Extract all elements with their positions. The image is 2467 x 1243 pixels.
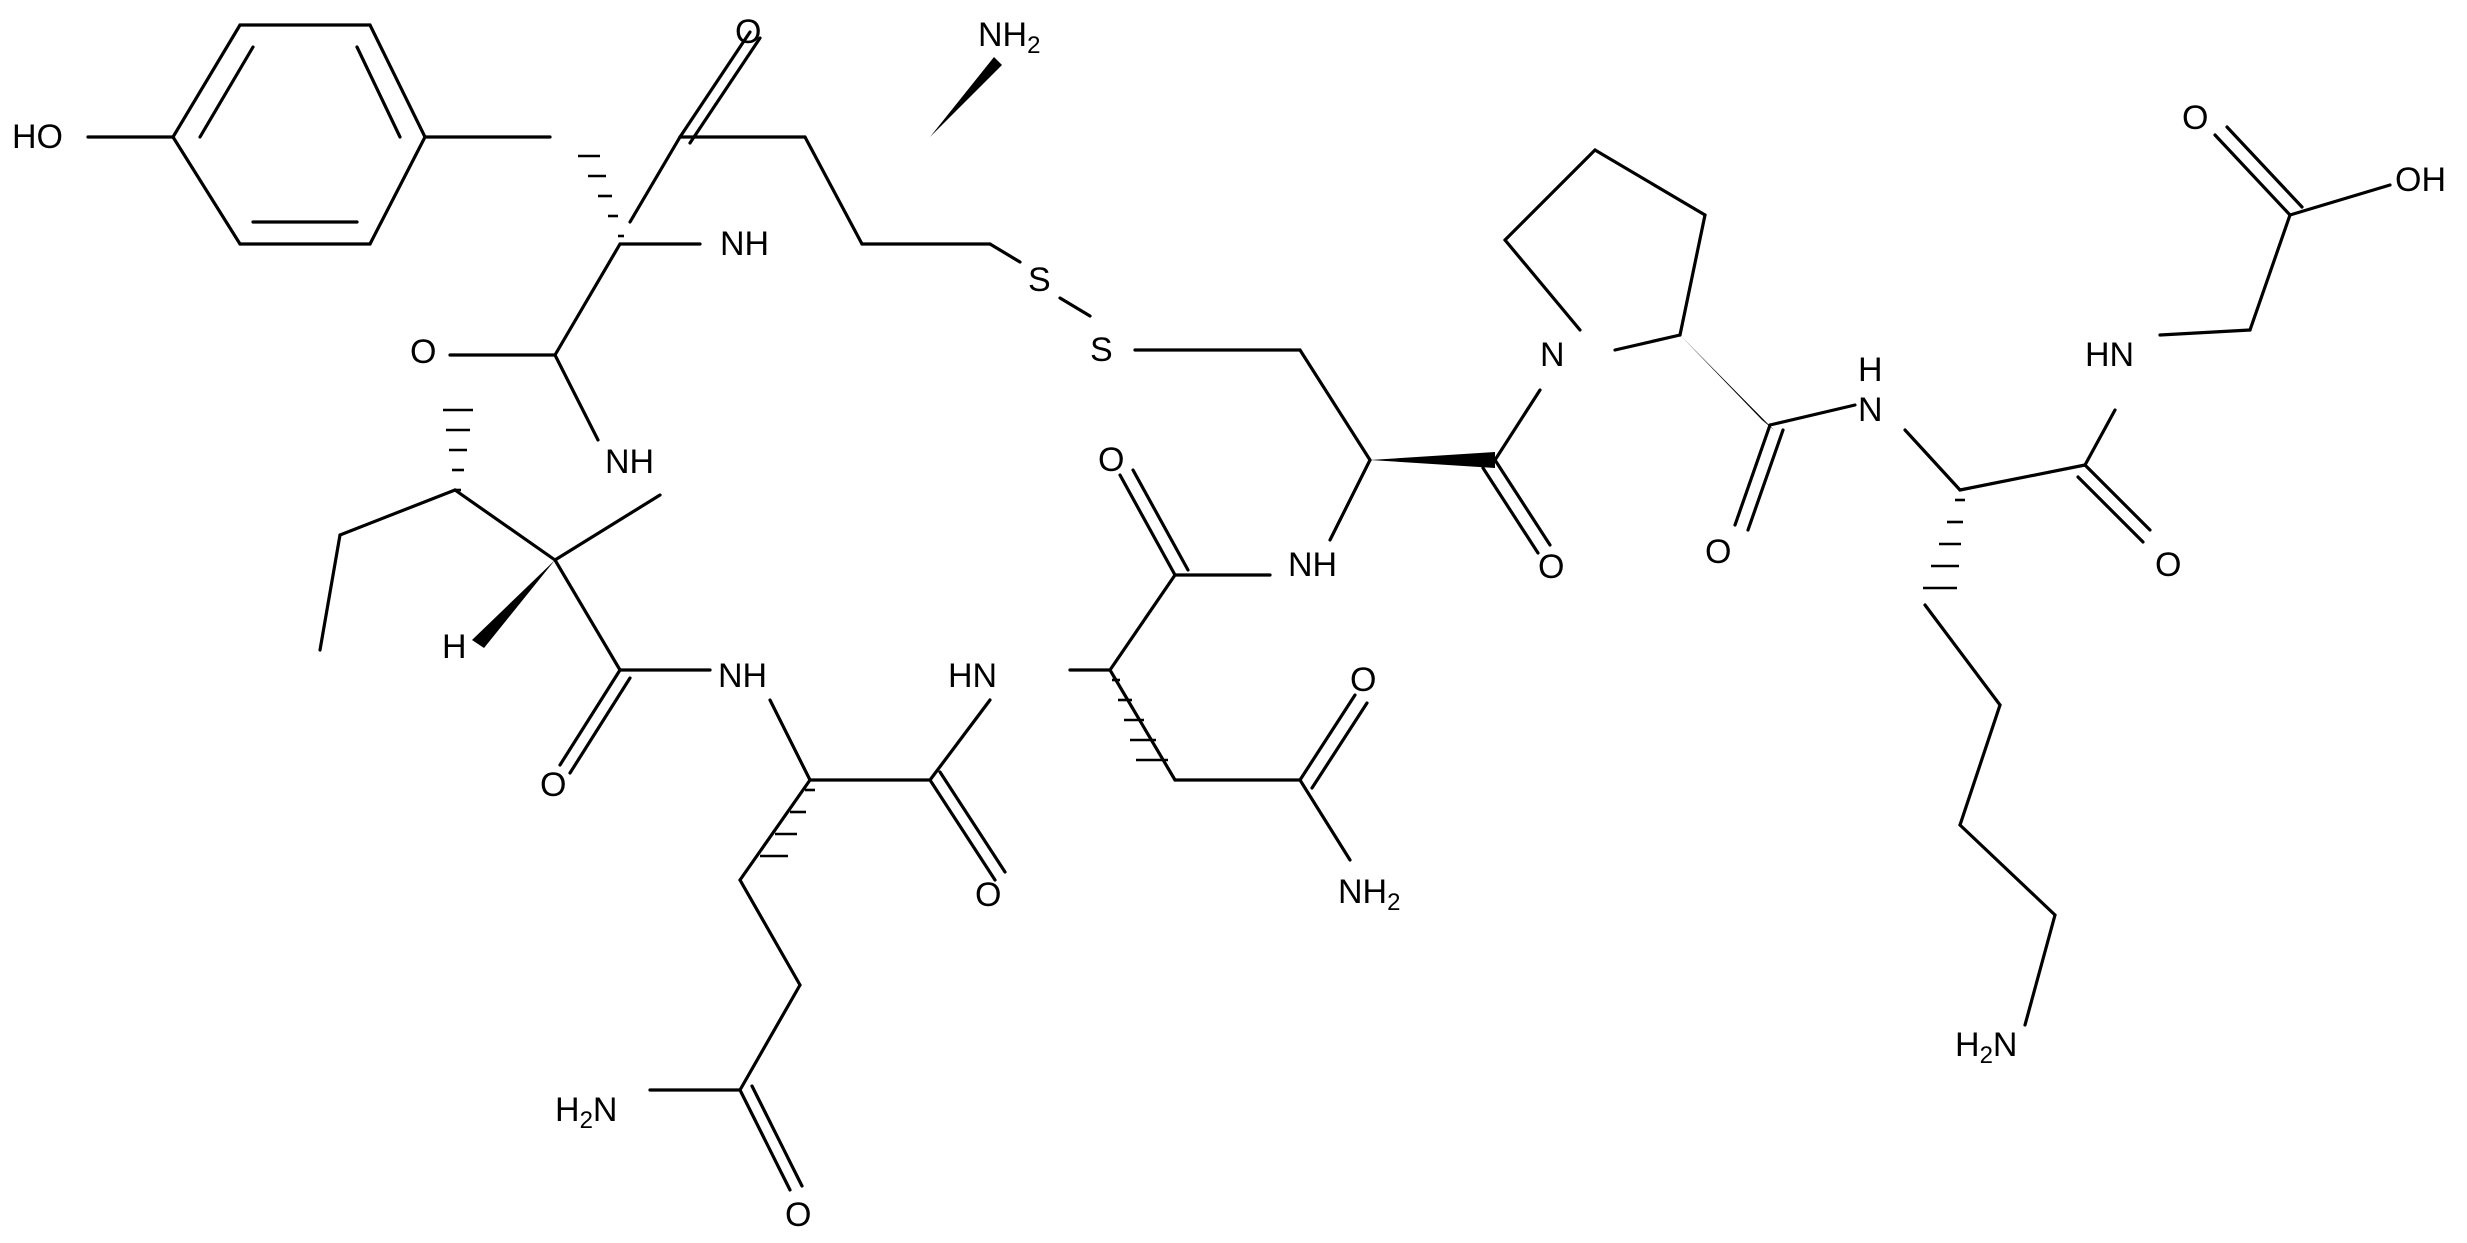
atom-text: O: [2182, 99, 2208, 137]
atom-oxygen-cys1: O: [735, 13, 761, 51]
atom-oxygen-pro: O: [1705, 533, 1731, 571]
atom-text: NH: [978, 16, 1027, 54]
atom-oxygen-asn: O: [1098, 441, 1124, 479]
atom-text: OH: [2395, 161, 2446, 199]
atom-text: H: [1955, 1026, 1980, 1064]
atom-text: H: [555, 1091, 580, 1129]
atom-text: O: [2155, 546, 2181, 584]
atom-hn-asn: HN: [948, 657, 997, 695]
atom-nh-gln: NH: [718, 657, 767, 695]
atom-nh-tyr: NH: [720, 225, 769, 263]
atom-text: H: [442, 628, 467, 666]
atom-hydrogen-ile: H: [442, 628, 467, 666]
atom-subscript: 2: [1980, 1042, 1993, 1069]
atom-nh-ile: NH: [605, 443, 654, 481]
atom-oxygen-asn-side: O: [1350, 661, 1376, 699]
atom-text: O: [540, 766, 566, 804]
svg-text:NH2: NH2: [978, 16, 1040, 59]
atom-amide-gln: H2N: [555, 1091, 617, 1134]
atom-oxygen-ile: O: [540, 766, 566, 804]
atom-oxygen-lys: O: [2155, 546, 2181, 584]
atom-text: O: [735, 13, 761, 51]
atom-text-tail: N: [1993, 1026, 2018, 1064]
atom-labels: HO NH2 O NH O S S NH H O NH: [12, 13, 2446, 1234]
atom-nitrogen-lys: N: [1858, 391, 1883, 429]
atom-text: NH: [1338, 873, 1387, 911]
atom-nh-cys6: NH: [1288, 546, 1337, 584]
atom-text: O: [1538, 548, 1564, 586]
atom-text: N: [1540, 336, 1565, 374]
atom-text: S: [1028, 261, 1051, 299]
atom-hydroxyl-gly: OH: [2395, 161, 2446, 199]
atom-text: S: [1090, 331, 1113, 369]
atom-oxygen-gln-side: O: [785, 1196, 811, 1234]
atom-text: HN: [2085, 336, 2134, 374]
atom-text: NH: [720, 225, 769, 263]
svg-text:H2N: H2N: [555, 1091, 617, 1134]
atom-text: HO: [12, 118, 63, 156]
atom-subscript: 2: [1387, 889, 1400, 916]
atom-text: O: [1098, 441, 1124, 479]
atom-text: O: [785, 1196, 811, 1234]
wedge-layer: [472, 57, 1774, 648]
svg-text:NH2: NH2: [1338, 873, 1400, 916]
atom-subscript: 2: [1027, 32, 1040, 59]
atom-text: NH: [605, 443, 654, 481]
atom-text: NH: [718, 657, 767, 695]
atom-hydroxyl-tyr: HO: [12, 118, 63, 156]
atom-oxygen-cys6: O: [1538, 548, 1564, 586]
atom-sulfur-1: S: [1028, 261, 1051, 299]
hash-layer: [443, 154, 1965, 858]
atom-oxygen-gly: O: [2182, 99, 2208, 137]
atom-text: O: [1705, 533, 1731, 571]
atom-sulfur-2: S: [1090, 331, 1113, 369]
atom-text: O: [1350, 661, 1376, 699]
atom-amine-cys1: NH2: [978, 16, 1040, 59]
atom-hydrogen-lys: H: [1858, 351, 1883, 389]
atom-subscript: 2: [580, 1107, 593, 1134]
bond-layer: [86, 23, 2392, 1192]
atom-oxygen-tyr: O: [410, 333, 436, 371]
svg-text:H2N: H2N: [1955, 1026, 2017, 1069]
atom-text: O: [410, 333, 436, 371]
atom-hn-gly: HN: [2085, 336, 2134, 374]
atom-amide-asn: NH2: [1338, 873, 1400, 916]
atom-nitrogen-pro: N: [1540, 336, 1565, 374]
atom-text: H: [1858, 351, 1883, 389]
atom-text: HN: [948, 657, 997, 695]
atom-text: N: [1858, 391, 1883, 429]
atom-text: O: [975, 876, 1001, 914]
atom-amine-lys: H2N: [1955, 1026, 2017, 1069]
atom-oxygen-gln: O: [975, 876, 1001, 914]
atom-text: NH: [1288, 546, 1337, 584]
atom-text-tail: N: [593, 1091, 618, 1129]
